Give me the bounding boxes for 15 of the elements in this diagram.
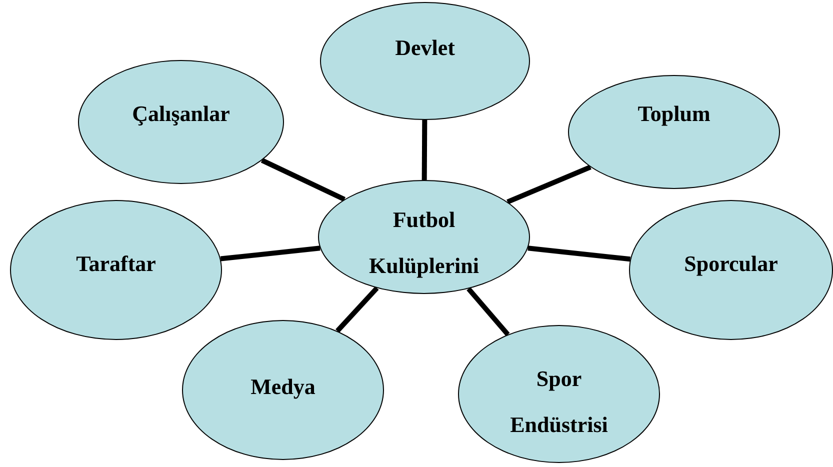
node-label: Spor Endüstrisi [509, 365, 609, 439]
node-label: Çalışanlar [132, 100, 230, 128]
connector-line [506, 164, 592, 204]
connector-line [466, 287, 510, 336]
node-label: Toplum [638, 100, 710, 128]
node-label: Sporcular [684, 250, 778, 278]
node-label: Taraftar [76, 250, 156, 278]
connector-line [260, 158, 346, 202]
node-label: Medya [250, 373, 316, 401]
connector-line [422, 120, 428, 180]
node-label: Futbol Kulüplerini [368, 206, 480, 280]
connector-line [528, 246, 630, 262]
connector-line [220, 246, 320, 262]
connector-line [336, 286, 379, 333]
node-label: Devlet [395, 34, 455, 62]
